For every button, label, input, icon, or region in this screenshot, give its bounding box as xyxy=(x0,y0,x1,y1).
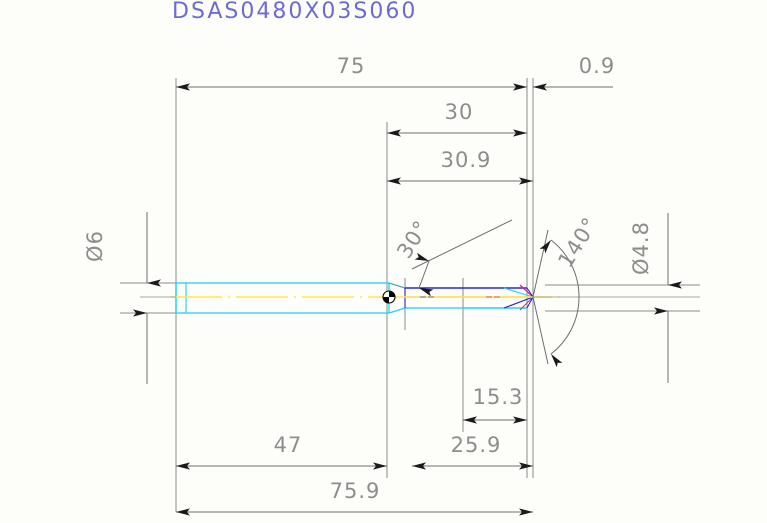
dim-label-0-9: 0.9 xyxy=(579,54,615,78)
dim-label-75-9: 75.9 xyxy=(330,479,381,503)
dimension-cutting-diameter: Ø4.8 xyxy=(629,213,682,383)
dimension-flute-length-total: 30.9 xyxy=(387,148,533,185)
dimension-total-length: 75.9 xyxy=(176,479,533,516)
dimension-tip-protrusion: 0.9 xyxy=(533,54,615,91)
dimension-shank-diameter: Ø6 xyxy=(83,212,161,384)
dimension-flute-length: 30 xyxy=(387,100,527,137)
dim-label-75: 75 xyxy=(337,54,366,78)
origin-marker xyxy=(382,290,396,304)
dim-label-30: 30 xyxy=(445,100,474,124)
dimension-body-length: 25.9 xyxy=(412,433,533,470)
dimension-overall-length: 75 xyxy=(176,54,527,91)
dimension-shank-length: 47 xyxy=(176,433,387,470)
dim-label-shank-dia: Ø6 xyxy=(83,230,107,262)
dim-label-15-3: 15.3 xyxy=(473,385,524,409)
part-geometry xyxy=(140,282,700,314)
dim-label-25-9: 25.9 xyxy=(451,433,502,457)
dimension-chamfer-length: 15.3 xyxy=(463,385,527,424)
drill-point xyxy=(503,284,534,311)
neck-taper xyxy=(388,282,406,314)
dim-label-47: 47 xyxy=(274,433,303,457)
dim-label-cutting-dia: Ø4.8 xyxy=(629,221,653,275)
dim-label-30-9: 30.9 xyxy=(441,148,492,172)
drawing-title: DSAS0480X03S060 xyxy=(172,0,417,24)
